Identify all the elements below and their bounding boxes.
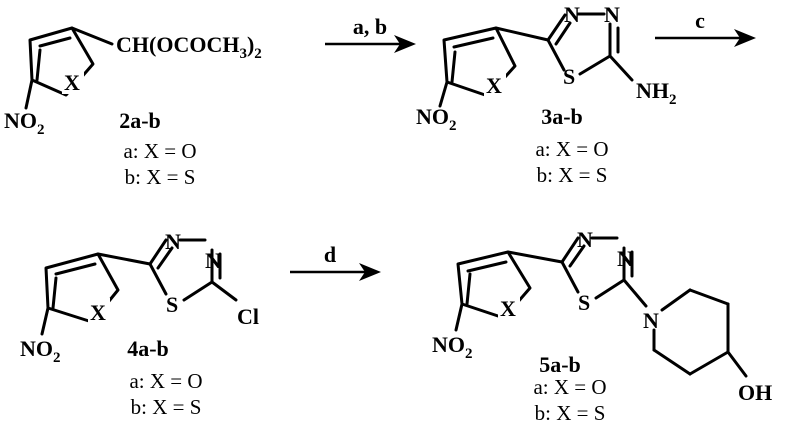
bond-furan-thiadiazole bbox=[494, 26, 550, 42]
reagent-label: a, b bbox=[353, 14, 387, 39]
reaction-arrow-ab: a, b bbox=[325, 14, 416, 53]
bond-chloro bbox=[210, 280, 238, 302]
thiadiazole-ring-5 bbox=[560, 236, 634, 300]
nitro-label: NO2 bbox=[416, 104, 457, 134]
bond-hydroxyl bbox=[726, 350, 748, 378]
variant-b-label: b: X = S bbox=[535, 401, 606, 425]
reaction-arrow-c: c bbox=[655, 8, 756, 47]
reaction-arrow-d: d bbox=[290, 242, 381, 281]
compound-4: X N N S Cl NO2 4a-b a: X = O b: X = S bbox=[20, 229, 259, 419]
compound-3: X N N S NH2 NO2 3a-b a: X = O b: X = S bbox=[416, 2, 677, 187]
ring-s-label: S bbox=[578, 290, 590, 315]
reagent-label: c bbox=[695, 8, 705, 33]
ring-n1-label: N bbox=[577, 227, 593, 252]
compound-id: 4a-b bbox=[127, 336, 169, 361]
variant-a-label: a: X = O bbox=[129, 369, 202, 393]
hydroxyl-label: OH bbox=[738, 380, 772, 405]
ring-n1-label: N bbox=[564, 2, 580, 27]
bond-amino bbox=[608, 54, 634, 82]
ring-n2-label: N bbox=[604, 2, 620, 27]
variant-b-label: b: X = S bbox=[537, 163, 608, 187]
heteroatom-label: X bbox=[486, 73, 502, 98]
heteroatom-label: X bbox=[500, 296, 516, 321]
bond-nitro bbox=[454, 302, 464, 332]
bond-thiadiazole-piperidine bbox=[622, 278, 648, 308]
compound-5: X N N S N OH NO2 5a-b a: X = O b: X = S bbox=[432, 227, 772, 425]
variant-a-label: a: X = O bbox=[123, 139, 196, 163]
nitro-label: NO2 bbox=[432, 332, 473, 362]
ring-n2-label: N bbox=[205, 248, 221, 273]
ring-s-label: S bbox=[166, 292, 178, 317]
ring-n1-label: N bbox=[165, 229, 181, 254]
compound-2: X CH(OCOCH3)2 NO2 2a-b a: X = O b: X = S bbox=[4, 26, 262, 189]
reagent-label: d bbox=[324, 242, 336, 267]
compound-id: 5a-b bbox=[539, 352, 581, 377]
compound-id: 2a-b bbox=[119, 108, 161, 133]
bond-furan-thiadiazole bbox=[506, 250, 564, 264]
variant-b-label: b: X = S bbox=[131, 395, 202, 419]
bond-nitro bbox=[438, 80, 449, 108]
substituent-label: CH(OCOCH3)2 bbox=[116, 32, 262, 62]
bond-nitro bbox=[40, 306, 50, 336]
bond-furan-thiadiazole bbox=[96, 252, 152, 266]
variant-b-label: b: X = S bbox=[125, 165, 196, 189]
chloro-label: Cl bbox=[237, 304, 259, 329]
thiadiazole-ring-3 bbox=[546, 12, 620, 76]
heteroatom-label: X bbox=[64, 70, 80, 95]
bond-ring-to-substituent bbox=[70, 26, 114, 46]
bond-ring-to-nitro bbox=[24, 78, 34, 110]
thiadiazole-ring-4 bbox=[148, 238, 222, 302]
piperidine-ring bbox=[652, 288, 730, 376]
nitro-label: NO2 bbox=[20, 336, 61, 366]
ring-n2-label: N bbox=[617, 246, 633, 271]
compound-id: 3a-b bbox=[541, 104, 583, 129]
amino-label: NH2 bbox=[636, 78, 677, 108]
heteroatom-label: X bbox=[90, 300, 106, 325]
ring-s-label: S bbox=[563, 64, 575, 89]
variant-a-label: a: X = O bbox=[533, 375, 606, 399]
nitro-label: NO2 bbox=[4, 108, 45, 138]
variant-a-label: a: X = O bbox=[535, 137, 608, 161]
piperidine-n-label: N bbox=[643, 308, 659, 333]
